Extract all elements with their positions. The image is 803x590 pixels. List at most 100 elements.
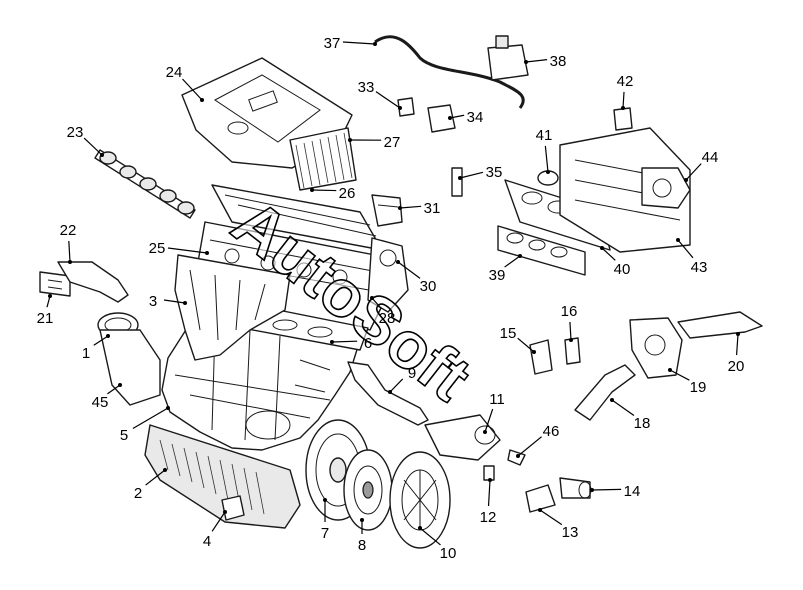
leader-line-12 — [487, 479, 491, 507]
leader-dot-10 — [418, 526, 422, 530]
leader-line-16 — [569, 321, 572, 341]
callout-number-30: 30 — [420, 278, 437, 295]
leader-dot-41 — [546, 170, 550, 174]
leader-dot-25 — [205, 251, 209, 255]
leader-line-30 — [397, 261, 421, 279]
leader-line-2 — [145, 469, 166, 486]
callout-number-13: 13 — [562, 524, 579, 541]
callout-number-1: 1 — [82, 345, 90, 362]
timing-cover-part — [367, 237, 409, 313]
leader-line-34 — [449, 114, 465, 119]
leader-dot-4 — [223, 510, 227, 514]
leader-dot-23 — [100, 153, 104, 157]
leader-line-9 — [389, 378, 404, 393]
callout-number-28: 28 — [379, 310, 396, 327]
leader-dot-1 — [106, 334, 110, 338]
leader-dot-20 — [736, 332, 740, 336]
leader-dot-2 — [163, 468, 167, 472]
leader-dot-8 — [360, 518, 364, 522]
filter-element-part — [289, 127, 357, 191]
leader-dot-12 — [488, 478, 492, 482]
leader-dot-27 — [348, 138, 352, 142]
leader-line-13 — [539, 509, 563, 526]
leader-dot-28 — [370, 296, 374, 300]
leader-line-4 — [211, 511, 226, 532]
callout-number-4: 4 — [203, 533, 211, 550]
callout-number-5: 5 — [120, 427, 128, 444]
leader-dot-24 — [200, 98, 204, 102]
intake-hose-part-22 — [57, 261, 129, 303]
valve-part-15 — [529, 339, 553, 375]
vacuum-hose-part-37 — [374, 35, 525, 109]
leader-line-28 — [371, 297, 382, 309]
leader-dot-14 — [590, 488, 594, 492]
leader-line-42 — [622, 91, 625, 109]
leader-line-15 — [517, 337, 535, 353]
leader-line-3 — [163, 299, 186, 304]
callout-number-31: 31 — [424, 200, 441, 217]
leader-dot-39 — [518, 254, 522, 258]
exhaust-manifold-part — [174, 254, 291, 361]
ignition-coil-part — [371, 194, 403, 227]
callout-number-26: 26 — [339, 185, 356, 202]
leader-line-37 — [342, 41, 376, 45]
callout-number-8: 8 — [358, 537, 366, 554]
leader-dot-43 — [676, 238, 680, 242]
leader-dot-31 — [398, 206, 402, 210]
leader-line-46 — [517, 436, 542, 457]
egr-valve-part-19 — [629, 317, 683, 379]
leader-line-45 — [107, 384, 121, 395]
callout-number-37: 37 — [324, 35, 341, 52]
bracket-part-21 — [39, 271, 71, 297]
leader-dot-26 — [310, 188, 314, 192]
callout-number-9: 9 — [408, 365, 416, 382]
leader-line-10 — [419, 527, 441, 546]
callout-number-12: 12 — [480, 509, 497, 526]
leader-dot-38 — [524, 60, 528, 64]
callout-number-18: 18 — [634, 415, 651, 432]
leader-line-40 — [601, 247, 616, 261]
callout-number-14: 14 — [624, 483, 641, 500]
leader-dot-44 — [684, 178, 688, 182]
throttle-body-part-44 — [641, 167, 691, 209]
exhaust-downpipe-part — [97, 312, 161, 406]
callout-number-39: 39 — [489, 267, 506, 284]
callout-number-6: 6 — [364, 335, 372, 352]
leader-dot-22 — [68, 260, 72, 264]
callout-number-23: 23 — [67, 124, 84, 141]
callout-number-42: 42 — [617, 73, 634, 90]
callout-number-45: 45 — [92, 394, 109, 411]
callout-number-44: 44 — [702, 149, 719, 166]
callout-number-27: 27 — [384, 134, 401, 151]
callout-number-19: 19 — [690, 379, 707, 396]
callout-number-33: 33 — [358, 79, 375, 96]
leader-dot-15 — [532, 350, 536, 354]
leader-line-31 — [399, 205, 422, 209]
callout-number-21: 21 — [37, 310, 54, 327]
callout-number-11: 11 — [489, 391, 505, 408]
leader-line-35 — [459, 171, 484, 179]
leader-line-14 — [591, 488, 622, 491]
camshaft-part — [94, 149, 196, 219]
callout-number-46: 46 — [543, 423, 560, 440]
bolt-part-4 — [221, 495, 245, 521]
callout-number-10: 10 — [440, 545, 457, 562]
clutch-disc-part — [343, 449, 393, 531]
leader-line-25 — [167, 247, 208, 254]
callout-number-43: 43 — [691, 259, 708, 276]
leader-dot-42 — [621, 106, 625, 110]
leader-line-23 — [83, 137, 103, 156]
leader-dot-3 — [183, 301, 187, 305]
leader-line-20 — [735, 333, 739, 356]
leader-dot-11 — [483, 430, 487, 434]
callout-number-40: 40 — [614, 261, 631, 278]
leader-dot-35 — [458, 176, 462, 180]
leader-dot-34 — [448, 116, 452, 120]
leader-dot-40 — [600, 246, 604, 250]
callout-number-3: 3 — [149, 293, 157, 310]
leader-dot-19 — [668, 368, 672, 372]
leader-dot-37 — [373, 42, 377, 46]
leader-line-41 — [544, 145, 549, 173]
